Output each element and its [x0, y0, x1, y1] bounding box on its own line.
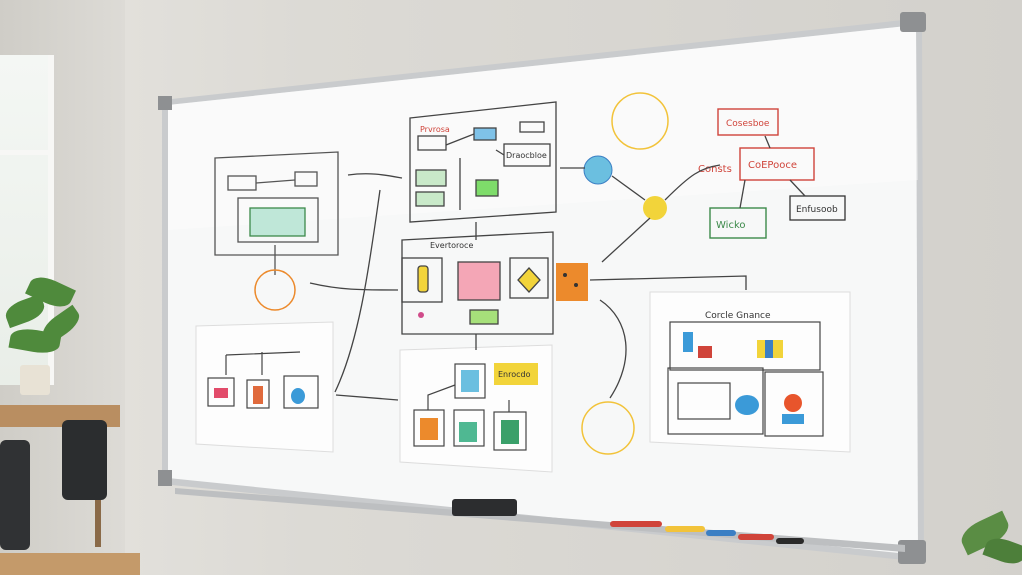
marker-red: [738, 534, 774, 540]
yellow-dot: [643, 196, 667, 220]
chair: [62, 420, 107, 500]
right-mid-note: CoEPooce: [748, 160, 797, 171]
lower-center-note: Enrocdo: [498, 370, 531, 379]
frame-corner: [158, 470, 172, 486]
paper-lower-left: [195, 321, 334, 453]
plant-pot: [20, 365, 50, 395]
top-right-box-label: Draocbloe: [506, 151, 547, 160]
marker-red: [610, 521, 662, 527]
yellow-circle-note: [611, 92, 669, 150]
paper-right: [649, 291, 851, 453]
marker-black: [776, 538, 804, 544]
orange-sticky: [556, 263, 588, 301]
right-bottom-right-note: Enfusoob: [796, 205, 838, 215]
orange-circle-note: [254, 269, 296, 311]
blue-circle: [583, 155, 613, 185]
right-bottom-right-box: [789, 195, 846, 221]
diagram-top-center: [409, 101, 557, 223]
right-paper-title: Corcle Gnance: [705, 311, 771, 321]
frame-corner: [158, 96, 172, 110]
right-left-label: Consts: [698, 164, 732, 175]
right-bottom-left-note: Wicko: [716, 220, 746, 231]
desk-foreground: [0, 553, 140, 575]
right-mid-box: [739, 147, 815, 181]
right-bottom-left-box: [709, 207, 767, 239]
center-title: Evertoroce: [430, 241, 473, 250]
board-glare: [168, 25, 918, 230]
yellow-circle-note: [581, 401, 635, 455]
top-center-label: Prvrosa: [420, 125, 450, 134]
frame-corner: [898, 540, 926, 564]
diagram-top-left: [214, 151, 339, 275]
right-top-note: Cosesboe: [726, 119, 770, 129]
marker-blue: [706, 530, 736, 536]
right-top-box: [717, 108, 779, 136]
marker-yellow: [665, 526, 705, 532]
pink-dot: [418, 312, 424, 318]
chair: [0, 440, 30, 550]
window-mullion: [0, 150, 48, 155]
diagram-center: [401, 231, 554, 335]
frame-corner: [900, 12, 926, 32]
eraser: [452, 499, 517, 516]
connector-lines: [309, 135, 806, 401]
paper-lower-center: [399, 344, 553, 473]
